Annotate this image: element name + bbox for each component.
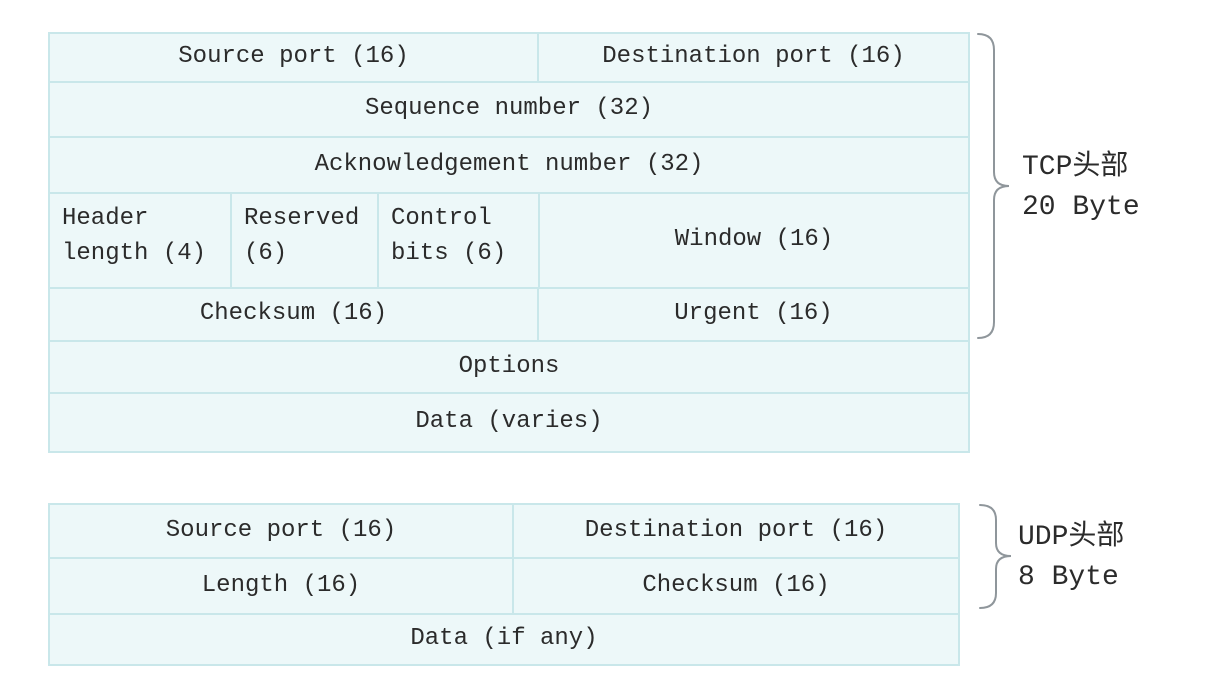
- tcp-cell-reserved: Reserved (6): [232, 194, 379, 289]
- udp-brace-icon: [979, 504, 1012, 609]
- table-row: Data (varies): [50, 394, 970, 453]
- tcp-cell-window: Window (16): [540, 194, 970, 289]
- tcp-header-table: Source port (16) Destination port (16) S…: [48, 32, 970, 453]
- table-row: Source port (16) Destination port (16): [50, 34, 970, 83]
- udp-cell-data: Data (if any): [50, 615, 960, 666]
- table-row: Source port (16) Destination port (16): [50, 505, 960, 559]
- udp-cell-source-port: Source port (16): [50, 505, 514, 559]
- udp-cell-length: Length (16): [50, 559, 514, 615]
- udp-header-table: Source port (16) Destination port (16) L…: [48, 503, 960, 666]
- tcp-cell-checksum: Checksum (16): [50, 289, 539, 342]
- tcp-brace-icon: [977, 33, 1010, 339]
- tcp-cell-header-length: Header length (4): [50, 194, 232, 289]
- table-row: Options: [50, 342, 970, 394]
- table-row: Acknowledgement number (32): [50, 138, 970, 194]
- tcp-cell-source-port: Source port (16): [50, 34, 539, 83]
- table-row: Header length (4) Reserved (6) Control b…: [50, 194, 970, 289]
- tcp-brace-label-line1: TCP头部: [1022, 152, 1129, 183]
- table-row: Data (if any): [50, 615, 960, 666]
- tcp-cell-control-bits: Control bits (6): [379, 194, 540, 289]
- table-row: Length (16) Checksum (16): [50, 559, 960, 615]
- udp-brace-label: UDP头部 8 Byte: [1018, 518, 1124, 598]
- tcp-cell-acknowledgement-number: Acknowledgement number (32): [50, 138, 970, 194]
- udp-cell-checksum: Checksum (16): [514, 559, 960, 615]
- table-row: Checksum (16) Urgent (16): [50, 289, 970, 342]
- tcp-cell-sequence-number: Sequence number (32): [50, 83, 970, 138]
- tcp-cell-urgent: Urgent (16): [539, 289, 970, 342]
- tcp-cell-destination-port: Destination port (16): [539, 34, 970, 83]
- tcp-brace-label: TCP头部 20 Byte: [1022, 148, 1140, 228]
- tcp-brace-label-line2: 20 Byte: [1022, 192, 1140, 223]
- udp-brace-label-line2: 8 Byte: [1018, 562, 1119, 593]
- udp-cell-destination-port: Destination port (16): [514, 505, 960, 559]
- tcp-cell-data: Data (varies): [50, 394, 970, 453]
- table-row: Sequence number (32): [50, 83, 970, 138]
- tcp-cell-options: Options: [50, 342, 970, 394]
- udp-brace-label-line1: UDP头部: [1018, 522, 1125, 553]
